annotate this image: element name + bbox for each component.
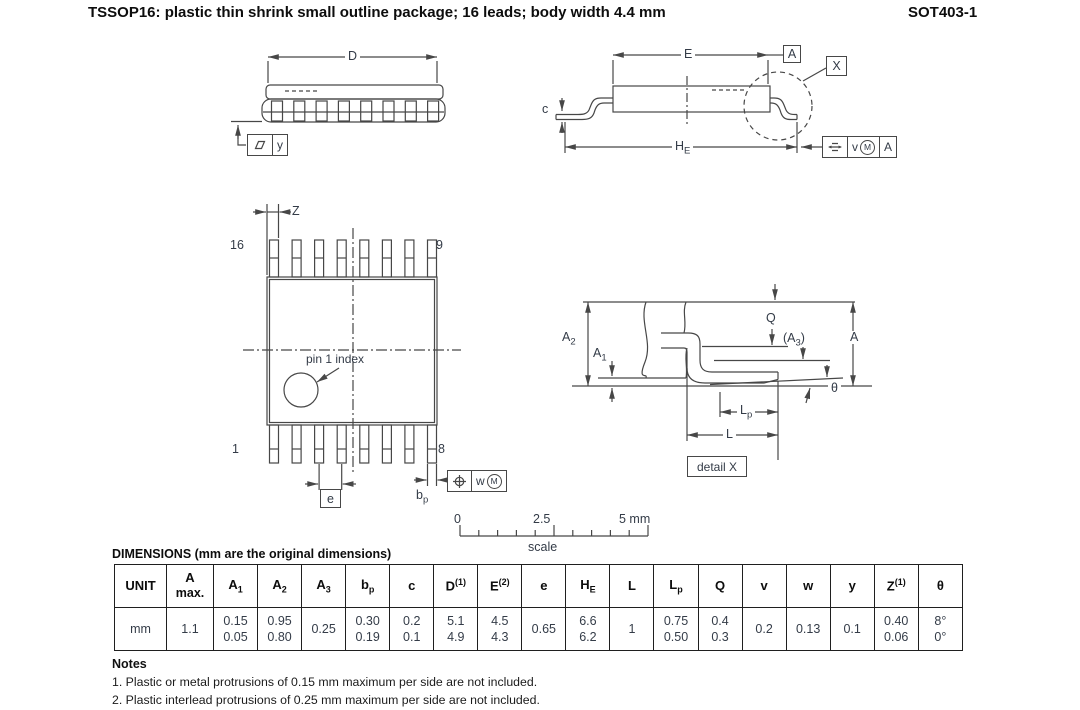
table-value-row: mm 1.1 0.15 0.05 0.95 0.80 0.25 0.30 0.1… <box>114 607 964 651</box>
m-modifier-icon: M <box>860 139 875 155</box>
col-header: L <box>609 564 655 608</box>
col-value: 1 <box>609 607 655 651</box>
col-value: 5.1 4.9 <box>433 607 479 651</box>
dim-label-he: HE <box>672 140 694 156</box>
col-header: UNIT <box>114 564 167 608</box>
col-value: 0.13 <box>785 607 831 651</box>
col-value: 8° 0° <box>917 607 964 651</box>
scale-tick-mid-label: 2.5 <box>533 512 551 526</box>
dim-label-a3: (A3) <box>783 331 805 349</box>
col-header: D(1) <box>433 564 479 608</box>
col-header: E(2) <box>477 564 523 608</box>
col-value: 4.5 4.3 <box>477 607 523 651</box>
dim-label-d: D <box>345 50 361 63</box>
tolerance-datum-cell: A <box>879 137 896 157</box>
dim-label-l: L <box>723 428 736 441</box>
page-title: TSSOP16: plastic thin shrink small outli… <box>88 4 666 21</box>
col-value: 0.75 0.50 <box>653 607 699 651</box>
end-view-drawing <box>555 52 827 153</box>
col-value: 0.30 0.19 <box>345 607 391 651</box>
col-header: bp <box>345 564 391 608</box>
col-header: A1 <box>212 564 259 608</box>
note-item: 1. Plastic or metal protrusions of 0.15 … <box>112 675 538 689</box>
scale-tick-end-label: 5 mm <box>619 512 651 526</box>
col-header: HE <box>565 564 611 608</box>
col-header: Lp <box>653 564 699 608</box>
pitch-e-box: e <box>320 489 341 508</box>
top-view-drawing <box>243 204 461 490</box>
note-item: 2. Plastic interlead protrusions of 0.25… <box>112 693 540 707</box>
col-header: c <box>389 564 435 608</box>
col-value: 6.6 6.2 <box>565 607 611 651</box>
dim-label-a2: A2 <box>562 330 576 348</box>
col-value: 1.1 <box>166 607 214 651</box>
dim-label-lp: Lp <box>737 404 756 420</box>
flatness-tolerance-frame: y <box>247 134 288 156</box>
position-symbol-icon <box>448 471 471 491</box>
dim-label-c: c <box>542 102 549 116</box>
col-value: 0.4 0.3 <box>697 607 743 651</box>
col-value: 0.15 0.05 <box>212 607 259 651</box>
col-value: 0.1 <box>829 607 875 651</box>
dim-label-a: A <box>847 331 862 344</box>
col-header: θ <box>917 564 964 608</box>
dim-label-z: Z <box>292 204 300 218</box>
scale-caption: scale <box>528 540 558 554</box>
pin16-label: 16 <box>230 238 244 252</box>
package-code: SOT403-1 <box>908 4 978 21</box>
dim-label-e: E <box>681 48 696 61</box>
table-caption: DIMENSIONS (mm are the original dimensio… <box>112 547 392 561</box>
scale-bar-drawing <box>459 525 649 537</box>
col-header: y <box>829 564 875 608</box>
m-modifier-icon: M <box>486 473 502 489</box>
col-header: Q <box>697 564 743 608</box>
seating-plane-icon <box>823 137 847 157</box>
col-value: 0.40 0.06 <box>873 607 919 651</box>
datum-a-box: A <box>783 45 801 63</box>
col-header: w <box>785 564 831 608</box>
pin1-label: 1 <box>232 442 239 456</box>
col-value: 0.95 0.80 <box>257 607 303 651</box>
col-header: A2 <box>257 564 303 608</box>
col-value: mm <box>114 607 167 651</box>
detail-x-ref-box: X <box>826 56 847 76</box>
dim-label-bp: bp <box>416 488 429 506</box>
dim-label-a1: A1 <box>593 346 607 364</box>
dim-label-theta: θ <box>828 382 841 395</box>
pin1-index-label: pin 1 index <box>306 352 365 366</box>
detail-x-drawing <box>572 284 872 460</box>
flatness-tolerance-label: y <box>272 135 287 155</box>
col-header: e <box>521 564 567 608</box>
pin8-label: 8 <box>438 442 445 456</box>
col-value: 0.2 0.1 <box>389 607 435 651</box>
col-value: 0.2 <box>741 607 787 651</box>
pin9-label: 9 <box>436 238 443 252</box>
col-value: 0.65 <box>521 607 567 651</box>
side-view-drawing <box>231 54 446 146</box>
col-value: 0.25 <box>301 607 347 651</box>
dim-label-q: Q <box>766 311 776 325</box>
col-header: Z(1) <box>873 564 919 608</box>
detail-x-caption-box: detail X <box>687 456 747 477</box>
scale-tick-0-label: 0 <box>454 512 461 526</box>
col-header: A3 <box>301 564 347 608</box>
flatness-parallelogram-icon <box>248 135 272 155</box>
col-header: v <box>741 564 787 608</box>
notes-heading: Notes <box>112 657 147 671</box>
